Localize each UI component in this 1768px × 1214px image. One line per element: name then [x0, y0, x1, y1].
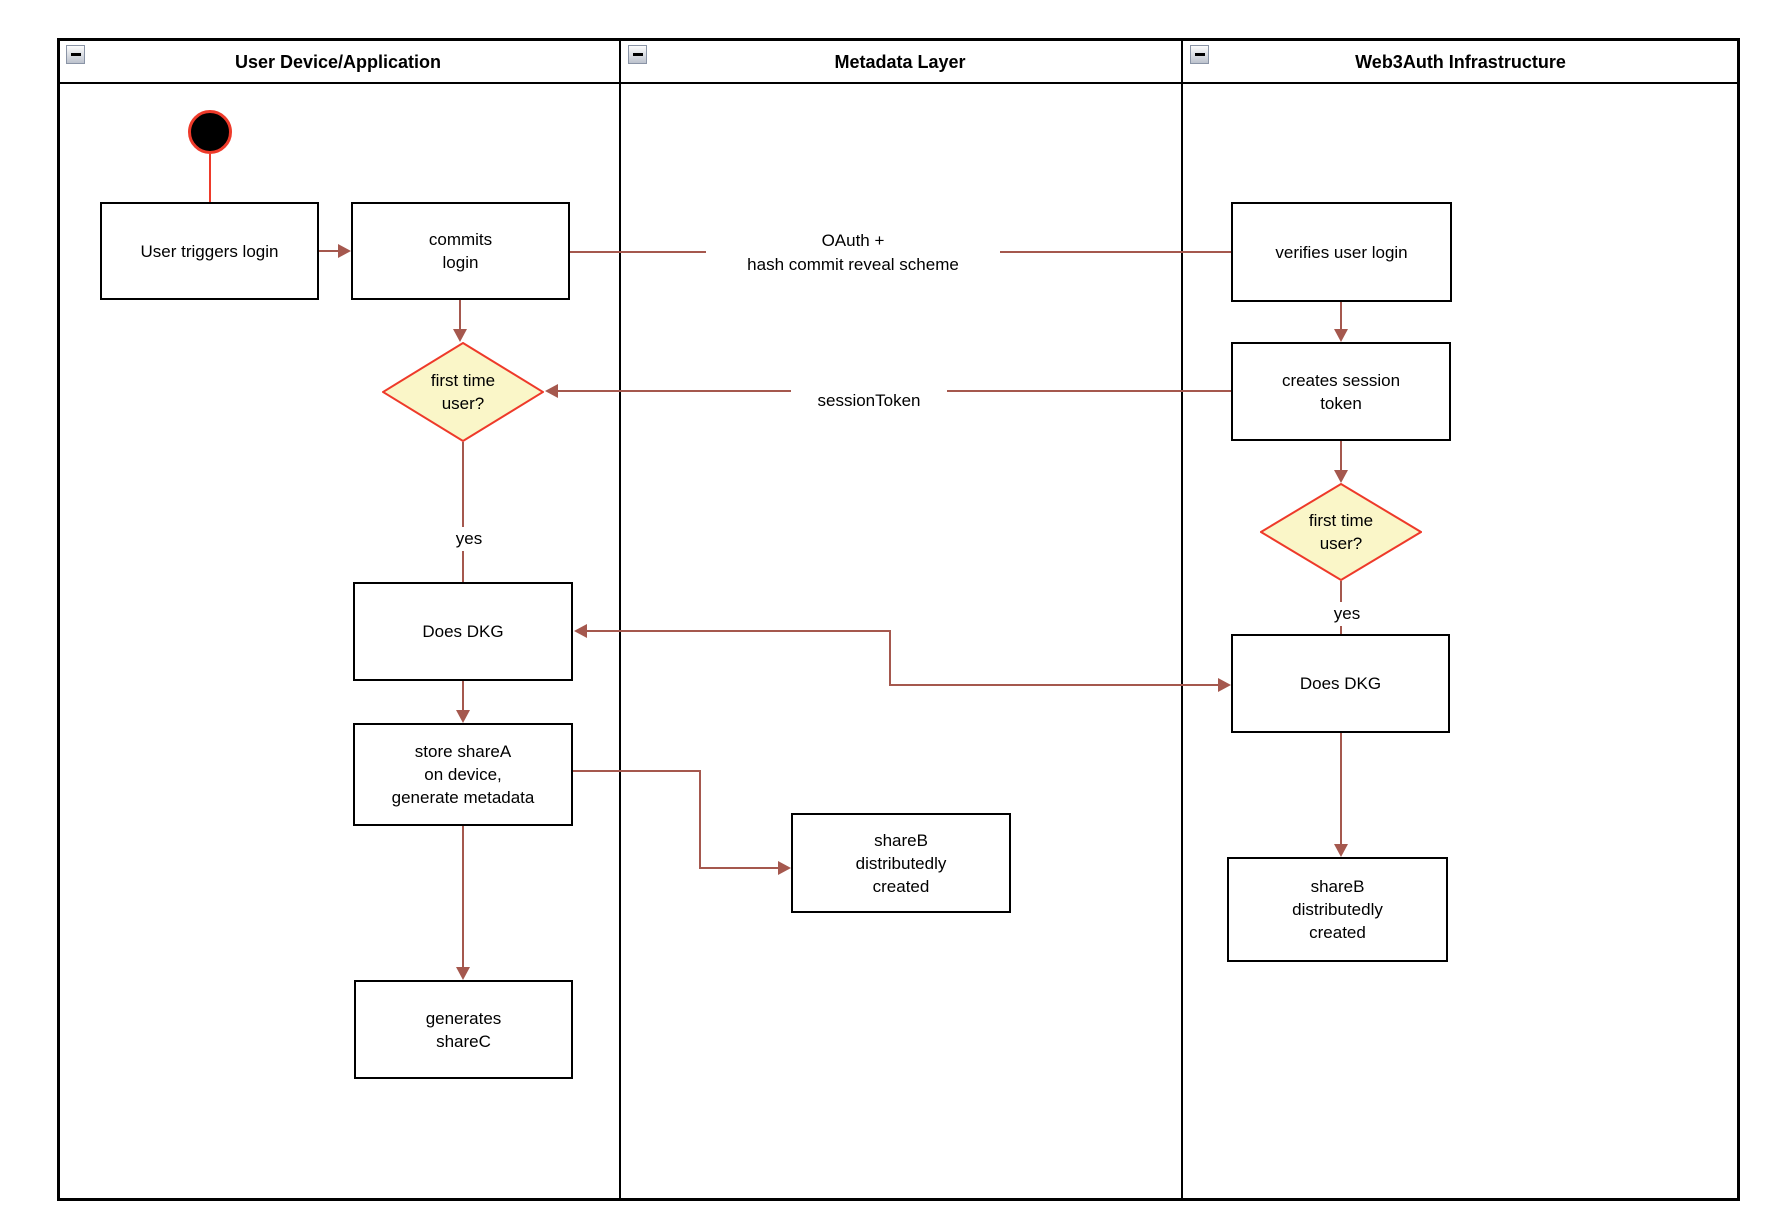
arrowhead-down-icon — [456, 967, 470, 980]
minus-icon — [1194, 53, 1205, 56]
arrowhead-down-icon — [1334, 329, 1348, 342]
arrowhead-down-icon — [1334, 470, 1348, 483]
edge-dkg-to-shareb-infra — [1340, 733, 1342, 845]
arrowhead-down-icon — [456, 710, 470, 723]
edge-trigger-to-commits — [319, 250, 340, 252]
edge-label-oauth: OAuth + hash commit reveal scheme — [706, 229, 1000, 277]
edge-dkg-vertical — [889, 630, 891, 686]
node-shareb-metadata[interactable]: shareB distributedly created — [791, 813, 1011, 913]
edge-store-to-shareb-v — [699, 770, 701, 869]
decision-label: first time user? — [1308, 511, 1374, 553]
node-store-sharea[interactable]: store shareA on device, generate metadat… — [353, 723, 573, 826]
node-generates-sharec[interactable]: generates shareC — [354, 980, 573, 1079]
edge-verifies-to-creates — [1340, 302, 1342, 330]
edge-dkg-to-store — [462, 681, 464, 711]
edge-store-to-shareb-h1 — [573, 770, 701, 772]
node-does-dkg-infra[interactable]: Does DKG — [1231, 634, 1450, 733]
start-node[interactable] — [188, 110, 232, 154]
edge-dkg-horizontal-2 — [889, 684, 1219, 686]
arrowhead-right-icon — [1218, 678, 1231, 692]
edge-store-to-shareb-h2 — [699, 867, 779, 869]
arrowhead-left-icon — [574, 624, 587, 638]
minus-icon — [632, 53, 643, 56]
decision-first-time-user-infra[interactable]: first time user? — [1259, 482, 1423, 582]
node-creates-session-token[interactable]: creates session token — [1231, 342, 1451, 441]
node-does-dkg-device[interactable]: Does DKG — [353, 582, 573, 681]
edge-dkg-horizontal-1 — [585, 630, 891, 632]
edge-creates-to-decision — [1340, 441, 1342, 471]
lane-divider-1 — [619, 38, 621, 1201]
edge-commits-to-decision — [459, 300, 461, 331]
node-shareb-infra[interactable]: shareB distributedly created — [1227, 857, 1448, 962]
lane-divider-2 — [1181, 38, 1183, 1201]
node-user-triggers-login[interactable]: User triggers login — [100, 202, 319, 300]
minus-icon — [70, 53, 81, 56]
edge-store-to-generates — [462, 826, 464, 968]
lane-header-user-device[interactable]: User Device/Application — [234, 52, 442, 72]
edge-start-to-trigger — [209, 154, 211, 202]
node-verifies-user-login[interactable]: verifies user login — [1231, 202, 1452, 302]
edge-label-yes-device: yes — [444, 527, 494, 551]
arrowhead-left-icon — [545, 384, 558, 398]
collapse-button-metadata-layer[interactable] — [628, 45, 647, 64]
node-commits-login[interactable]: commits login — [351, 202, 570, 300]
arrowhead-right-icon — [778, 861, 791, 875]
lane-header-metadata-layer[interactable]: Metadata Layer — [834, 52, 966, 72]
lane-header-divider — [57, 82, 1740, 84]
collapse-button-web3auth[interactable] — [1190, 45, 1209, 64]
arrowhead-down-icon — [1334, 844, 1348, 857]
decision-label: first time user? — [430, 371, 496, 413]
lane-header-web3auth[interactable]: Web3Auth Infrastructure — [1355, 52, 1566, 72]
edge-yes-device — [462, 442, 464, 582]
edge-label-session-token: sessionToken — [791, 389, 947, 413]
collapse-button-user-device[interactable] — [66, 45, 85, 64]
arrowhead-down-icon — [453, 329, 467, 342]
edge-label-yes-infra: yes — [1322, 602, 1372, 626]
arrowhead-right-icon — [338, 244, 351, 258]
decision-first-time-user-device[interactable]: first time user? — [381, 341, 545, 443]
